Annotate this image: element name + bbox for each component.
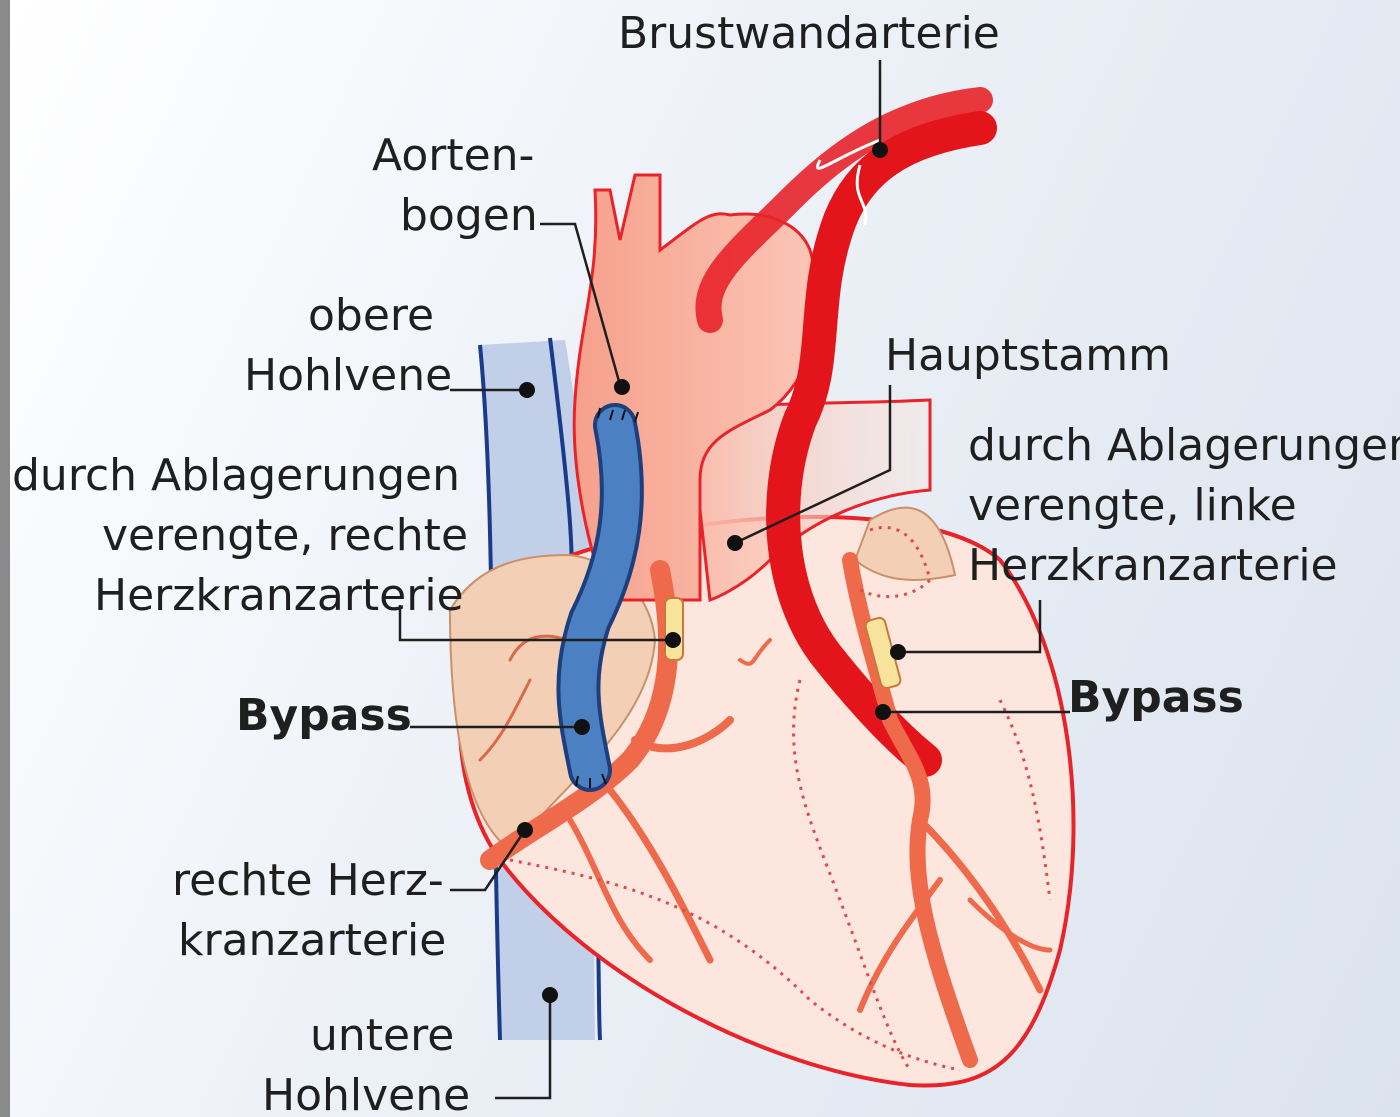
label-bypass-left: Bypass (236, 690, 412, 741)
label-rechts-verengt-line1: durch Ablagerungen (12, 450, 460, 501)
label-brustwandarterie: Brustwandarterie (618, 8, 1000, 59)
label-obere-hohlvene-line1: obere (308, 290, 434, 341)
label-rechte-herz-line1: rechte Herz- (172, 855, 444, 906)
label-aortenbogen-line2: bogen (400, 190, 538, 241)
diagram-canvas: Brustwandarterie Aorten- bogen obere Hoh… (10, 0, 1400, 1117)
label-obere-hohlvene-line2: Hohlvene (244, 350, 452, 401)
label-rechts-verengt-line3: Herzkranzarterie (94, 570, 464, 621)
label-links-verengt-line1: durch Ablagerungen (968, 420, 1400, 471)
label-links-verengt-line3: Herzkranzarterie (968, 540, 1338, 591)
label-untere-hohlvene-line1: untere (310, 1010, 454, 1061)
label-bypass-right: Bypass (1068, 672, 1244, 723)
label-rechte-herz-line2: kranzarterie (178, 915, 446, 966)
heart-bypass-diagram: Brustwandarterie Aorten- bogen obere Hoh… (10, 0, 1400, 1117)
label-rechts-verengt-line2: verengte, rechte (102, 510, 468, 561)
label-links-verengt-line2: verengte, linke (968, 480, 1297, 531)
label-aortenbogen-line1: Aorten- (372, 130, 534, 181)
label-untere-hohlvene-line2: Hohlvene (262, 1070, 470, 1117)
label-hauptstamm: Hauptstamm (885, 330, 1171, 381)
